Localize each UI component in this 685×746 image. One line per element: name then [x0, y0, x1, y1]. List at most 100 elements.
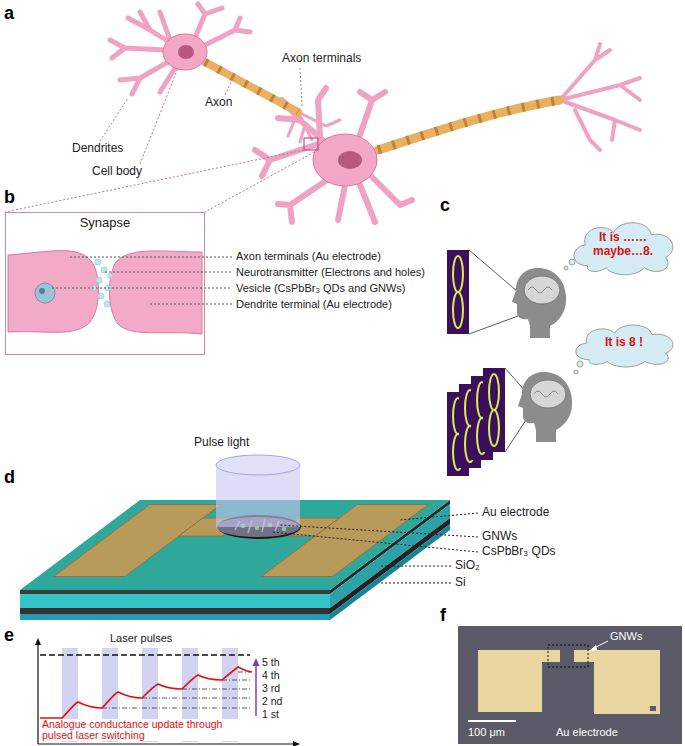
neuron-illustration	[5, 68, 318, 212]
digit-recognition-illustration	[512, 268, 566, 338]
conductance-plot	[38, 743, 296, 744]
micrograph	[574, 650, 660, 714]
synapse-illustration	[96, 277, 102, 283]
device-illustration	[272, 513, 478, 583]
level-label: 5 th	[262, 656, 280, 668]
neuron-illustration	[140, 68, 178, 164]
conductance-plot	[102, 672, 250, 708]
digit-recognition-illustration	[524, 276, 560, 304]
synapse-illustration	[92, 259, 113, 307]
micrograph	[458, 626, 682, 744]
synapse-illustration	[150, 304, 232, 305]
digit-recognition-illustration	[447, 250, 469, 334]
digit-recognition-illustration	[469, 250, 526, 452]
callout-label: Vesicle (CsPbBr₃ QDs and GNWs)	[236, 282, 406, 295]
device-illustration	[216, 517, 300, 537]
part-label: Axon terminals	[282, 52, 361, 66]
conductance-plot	[182, 689, 250, 690]
synapse-illustration	[109, 251, 202, 334]
conductance-plot	[142, 698, 250, 699]
digit-recognition-illustration	[569, 259, 575, 265]
neuron-illustration	[205, 62, 298, 112]
conductance-plot	[40, 667, 252, 718]
digit-recognition-illustration	[530, 380, 566, 408]
callout-label: Axon terminals (Au electrode)	[236, 250, 381, 263]
digit-recognition-illustration	[528, 287, 552, 293]
neuron-illustration	[300, 68, 302, 106]
digit-recognition-illustration	[512, 268, 566, 338]
digit-recognition-illustration	[518, 372, 572, 442]
thought-text: It is …… maybe…8.	[584, 231, 662, 259]
neuron-illustration	[110, 4, 640, 222]
micrograph	[468, 720, 516, 722]
micrograph	[548, 645, 588, 667]
digit-recognition-illustration	[469, 316, 518, 334]
part-label: Cell body	[92, 165, 142, 179]
panel-letter: b	[4, 188, 15, 206]
level-label: 2 nd	[262, 695, 282, 707]
conductance-plot	[40, 654, 250, 655]
neuron-illustration	[100, 98, 128, 141]
level-label: 4 th	[262, 669, 280, 681]
neuron-illustration	[5, 4, 640, 222]
neuron-illustration	[110, 4, 250, 94]
device-illustration	[20, 608, 330, 614]
panel-letter: d	[4, 468, 15, 486]
thought-text: It is 8 !	[605, 336, 643, 350]
device-illustration	[380, 583, 451, 584]
callout-label: Dendrite terminal (Au electrode)	[236, 298, 392, 311]
part-label: CsPbBr₃ QDs	[482, 545, 556, 559]
digit-recognition-illustration	[518, 372, 572, 442]
synapse-illustration	[105, 272, 232, 273]
neuron-illustration	[5, 150, 304, 212]
device-illustration	[54, 505, 221, 577]
device-illustration	[380, 566, 451, 567]
device-illustration	[20, 614, 330, 620]
callout-label: Neurotransmitter (Electrons and holes)	[236, 266, 425, 279]
synapse-illustration	[70, 257, 232, 258]
digit-recognition-illustration	[483, 368, 505, 452]
synapse-illustration	[95, 259, 101, 265]
part-label: Pulse light	[194, 436, 249, 450]
synapse-illustration	[98, 293, 104, 299]
conductance-plot	[255, 664, 257, 716]
digit-recognition-illustration	[574, 370, 578, 374]
neuron-illustration	[205, 150, 318, 212]
panel-letter: f	[440, 606, 446, 624]
conductance-plot	[35, 638, 300, 746]
digit-recognition-illustration	[534, 391, 558, 397]
thought-cloud: It is …… maybe…8.	[564, 214, 682, 276]
synapse-illustration	[39, 288, 45, 294]
curve-note: Analogue conductance update through puls…	[42, 719, 242, 741]
digit-recognition-illustration	[505, 420, 526, 452]
synapse-illustration	[52, 288, 232, 289]
digit-recognition-illustration	[577, 361, 583, 367]
cloud-outline	[574, 223, 673, 275]
conductance-plot	[253, 658, 260, 666]
conductance-plot	[293, 741, 300, 746]
axis-note: Laser pulses	[110, 632, 172, 645]
layer-label: SiO₂	[455, 559, 480, 573]
layer-label: Si	[455, 576, 466, 590]
panel-letter: a	[4, 4, 14, 22]
level-label: 1 st	[262, 708, 279, 720]
neuron-illustration	[225, 80, 232, 95]
neuron-illustration	[304, 138, 318, 150]
synapse-illustration	[108, 274, 113, 279]
digit-recognition-illustration	[469, 250, 518, 292]
conductance-plot	[102, 708, 250, 709]
neuron-illustration	[205, 62, 298, 112]
neuron-illustration	[378, 100, 560, 150]
device-illustration	[20, 455, 478, 620]
digit-recognition-illustration	[447, 250, 583, 476]
conductance-plot	[35, 638, 41, 645]
conductance-plot	[222, 680, 250, 681]
synapse-box: Synapse	[5, 212, 205, 355]
synapse-illustration	[104, 301, 110, 307]
part-label: Axon	[205, 96, 232, 110]
part-label: Au electrode	[482, 506, 549, 520]
micrograph	[650, 706, 656, 711]
neuron-illustration	[338, 151, 362, 169]
